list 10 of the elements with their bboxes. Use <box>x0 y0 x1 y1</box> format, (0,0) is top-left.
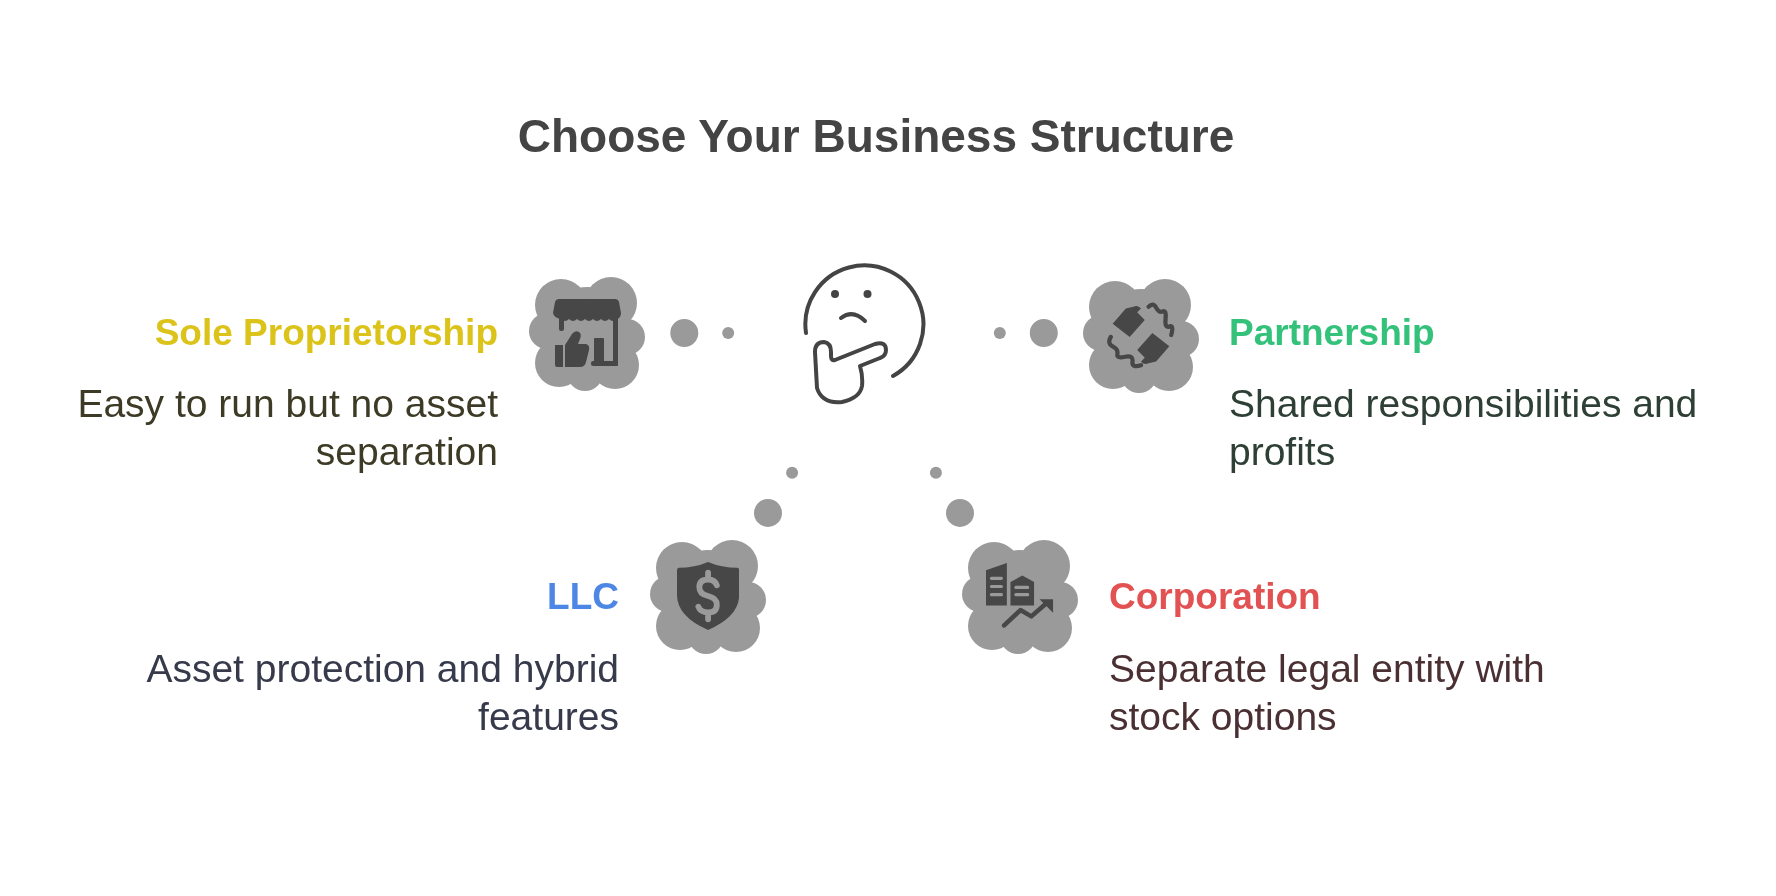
option-description: Easy to run but no asset separation <box>76 381 498 475</box>
option-description: Asset protection and hybrid features <box>145 646 619 740</box>
thinking-face-icon <box>802 262 926 406</box>
diagram-title: Choose Your Business Structure <box>517 109 1235 164</box>
option-description: Shared responsibilities and profits <box>1229 381 1699 475</box>
option-title: Partnership <box>1229 311 1435 355</box>
option-description: Separate legal entity with stock options <box>1109 646 1546 740</box>
option-title: LLC <box>547 575 619 619</box>
option-title: Corporation <box>1109 575 1321 619</box>
option-title: Sole Proprietorship <box>154 311 498 355</box>
